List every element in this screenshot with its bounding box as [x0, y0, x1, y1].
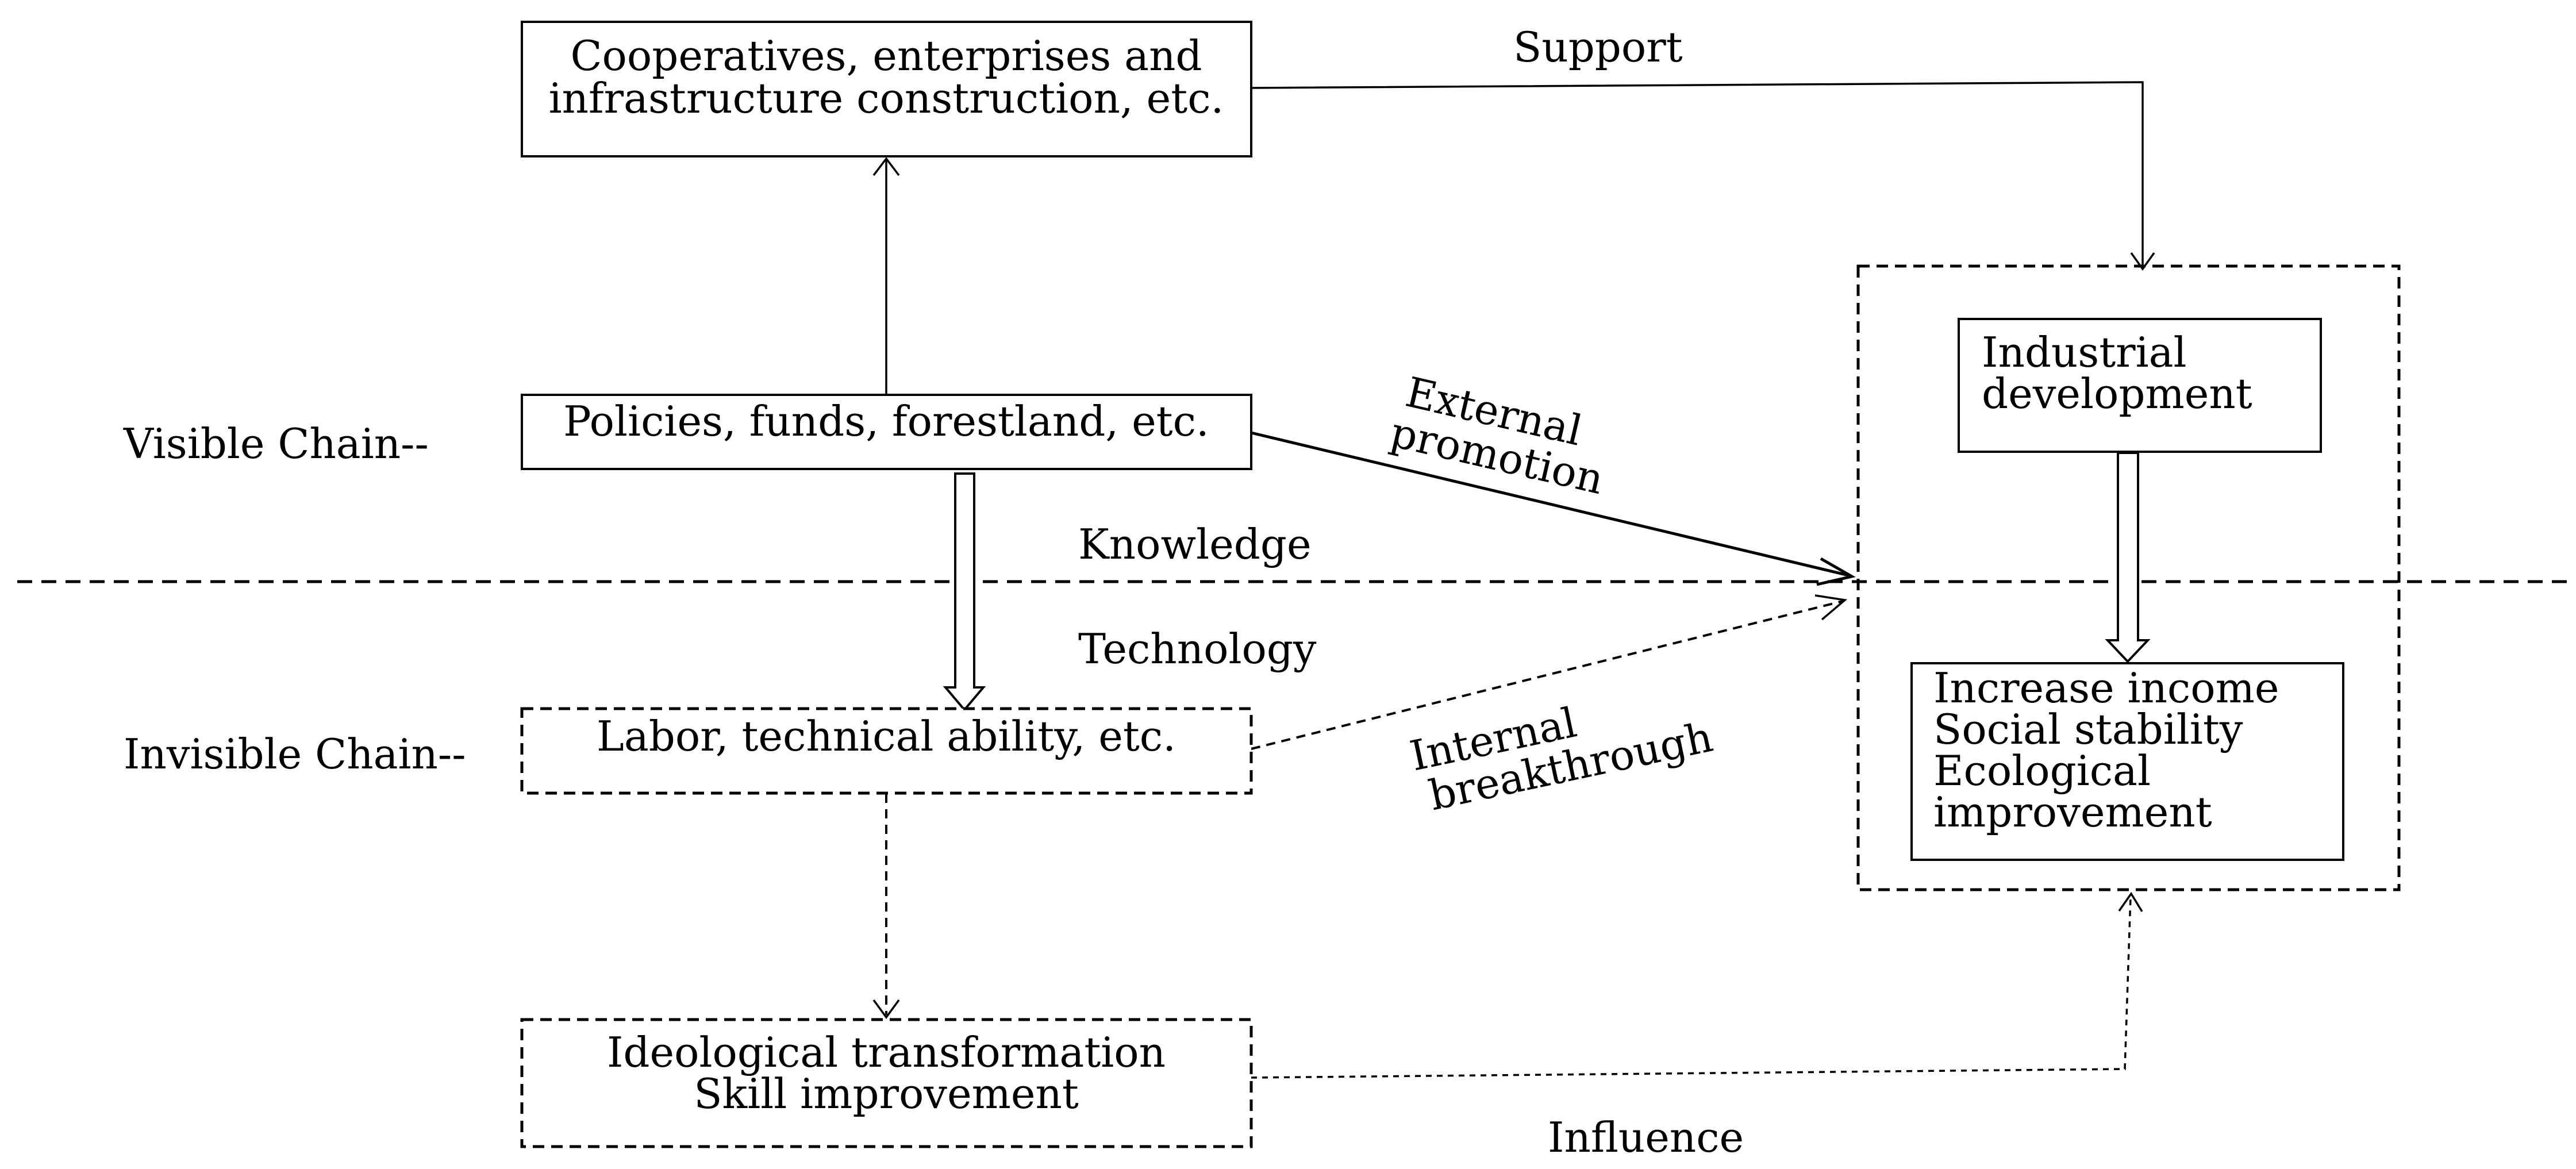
- outcomes-text-line4: improvement: [1933, 788, 2212, 836]
- internal-breakthrough-arrow: [1251, 594, 1848, 750]
- knowledge-technology-fat-arrow: [943, 472, 986, 712]
- ideological-text-line1: Ideological transformation: [607, 1028, 1166, 1076]
- cooperatives-text-line1: Cooperatives, enterprises and: [570, 32, 1202, 80]
- technology-label: Technology: [1078, 625, 1317, 673]
- ideological-text-line2: Skill improvement: [694, 1070, 1079, 1118]
- outcomes-text-line3: Ecological: [1933, 747, 2151, 795]
- policies-to-cooperatives-arrow: [872, 157, 900, 394]
- visible-chain-label: Visible Chain--: [123, 420, 429, 468]
- influence-label: Influence: [1548, 1113, 1744, 1162]
- labor-box: [520, 707, 1253, 795]
- cooperatives-text-line2: infrastructure construction, etc.: [549, 74, 1224, 122]
- cooperatives-box: [521, 21, 1252, 157]
- labor-to-ideological-arrow: [872, 794, 900, 1019]
- influence-arrow: [1251, 891, 2143, 1079]
- external-promotion-arrow: [1251, 431, 1856, 586]
- outcomes-text-line2: Social stability: [1933, 705, 2243, 753]
- policies-box: [521, 394, 1252, 470]
- outcome-group-frame: [1856, 264, 2401, 891]
- outcomes-text-line1: Increase income: [1933, 664, 2279, 712]
- labor-text: Labor, technical ability, etc.: [597, 712, 1176, 760]
- support-arrow: [1251, 81, 2155, 271]
- external-promotion-label: External promotion: [1386, 368, 1608, 504]
- internal-breakthrough-label: Internal breakthrough: [1406, 698, 1717, 820]
- ideological-box: [520, 1018, 1253, 1148]
- industrial-to-outcomes-fat-arrow: [2105, 452, 2151, 663]
- invisible-chain-label: Invisible Chain--: [124, 730, 466, 778]
- industrial-text-line1: Industrial: [1982, 328, 2187, 376]
- outcomes-box: [1910, 662, 2344, 861]
- industrial-text-line2: development: [1982, 370, 2252, 418]
- support-label: Support: [1513, 23, 1683, 71]
- policies-text: Policies, funds, forestland, etc.: [563, 397, 1209, 445]
- industrial-development-box: [1958, 318, 2322, 453]
- knowledge-label: Knowledge: [1078, 520, 1312, 568]
